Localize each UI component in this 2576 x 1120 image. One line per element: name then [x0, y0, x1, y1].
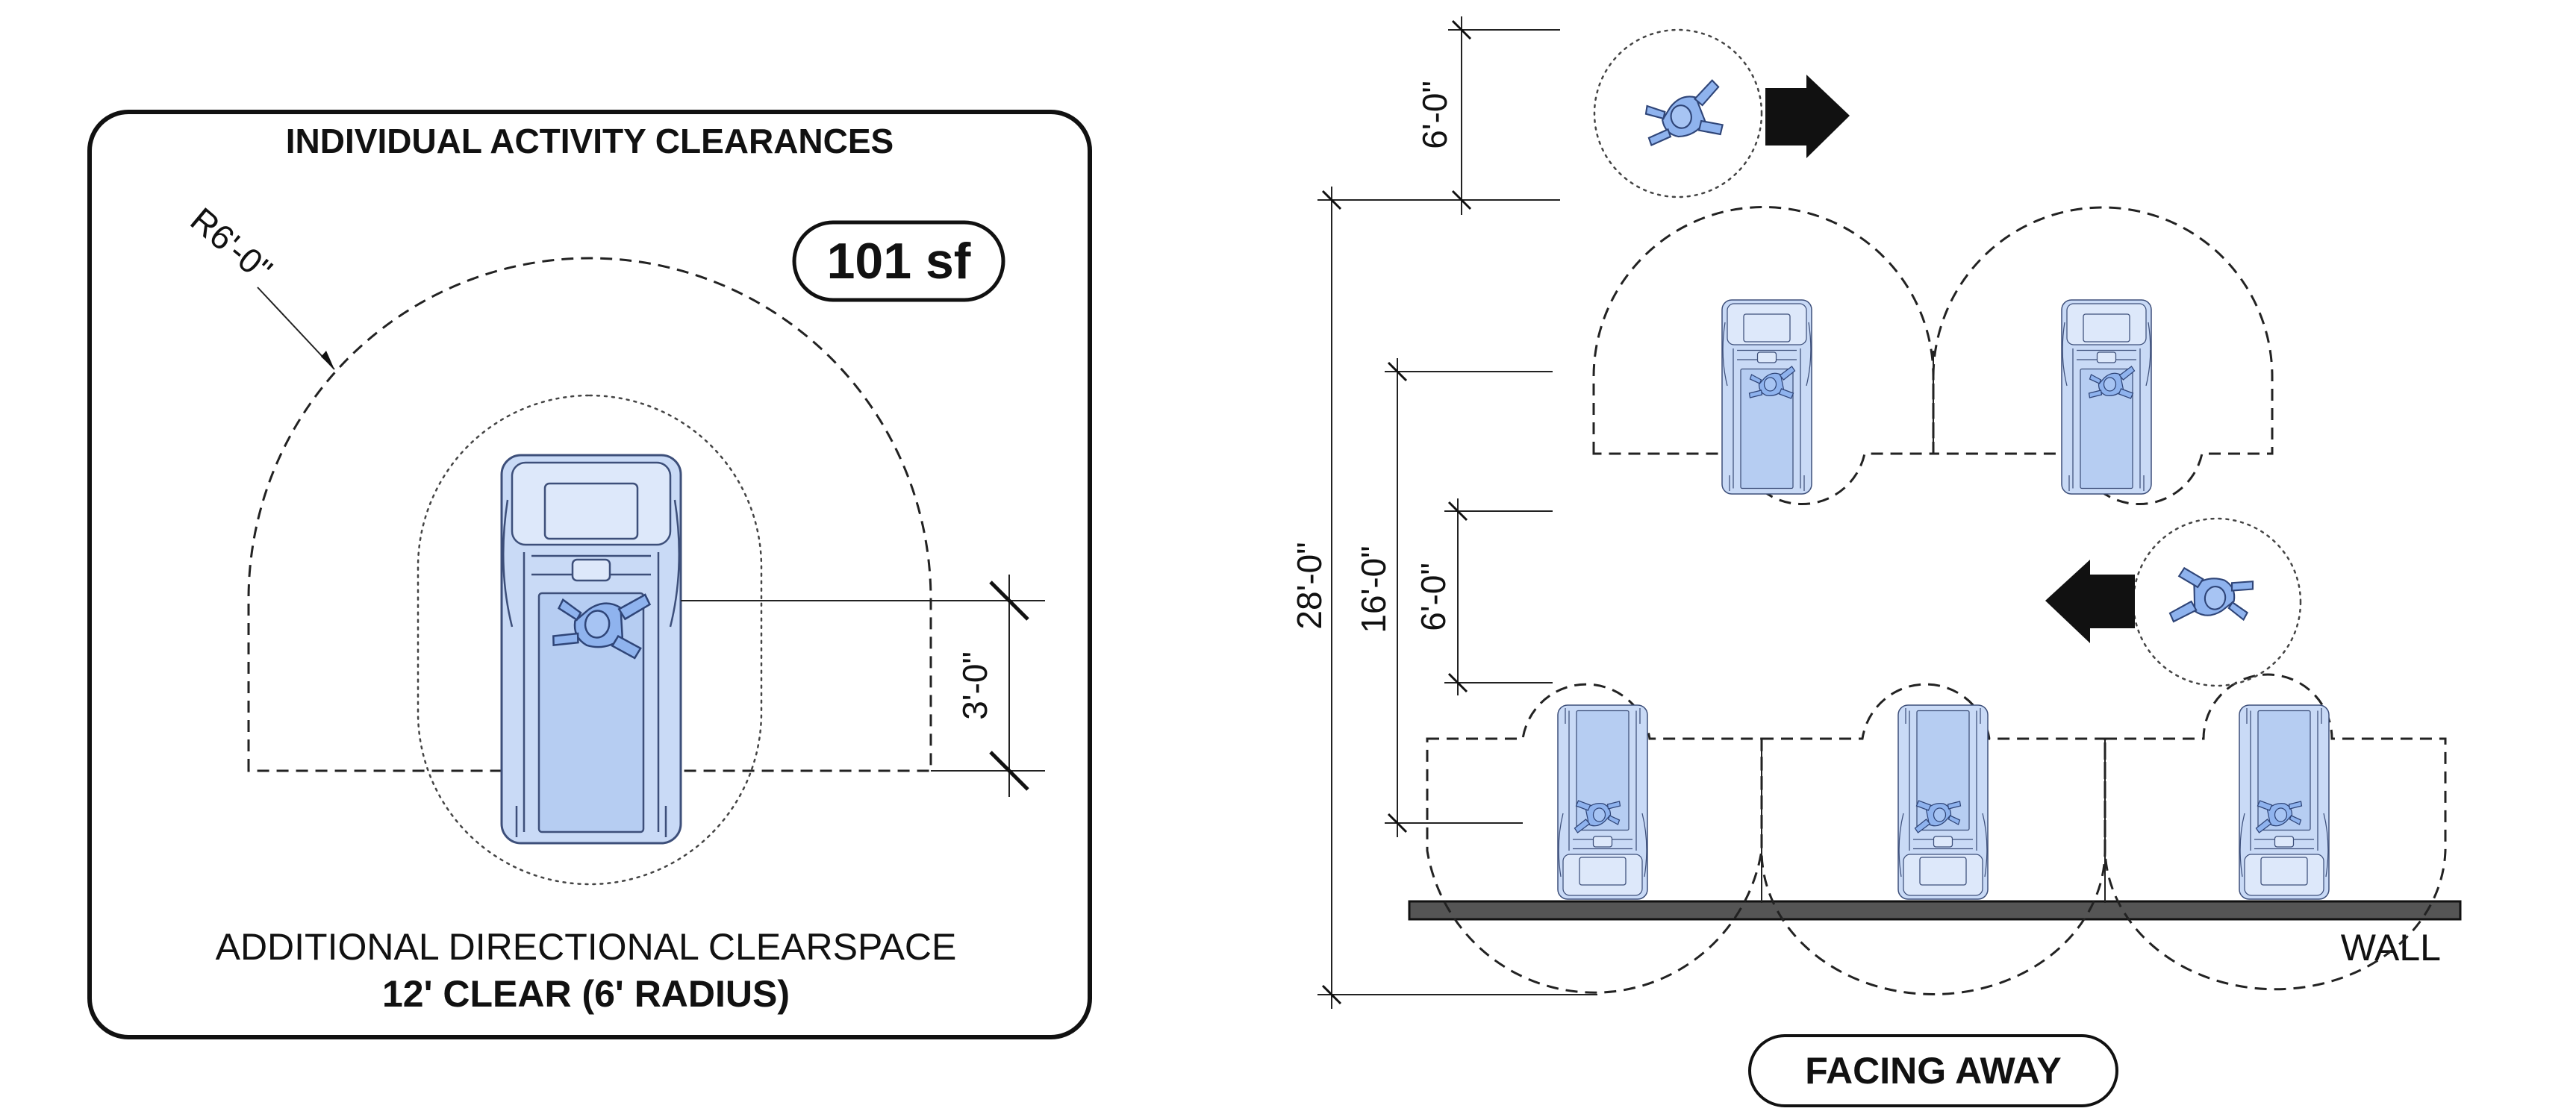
- runner-icon: [2168, 566, 2256, 635]
- dim-tick: [1321, 190, 1342, 210]
- wall: [1408, 900, 2462, 921]
- right-panel: WALL: [1290, 16, 2462, 1107]
- dim-tick: [1321, 984, 1342, 1005]
- dim-tick: [1451, 19, 1472, 40]
- middle-walkway-dimension: 6'-0": [1414, 563, 1453, 631]
- layout-badge: [1748, 1034, 2118, 1107]
- treadmill-icon: [2061, 299, 2152, 495]
- radius-arrowhead: [321, 351, 334, 369]
- overall-dimension: 28'-0": [1290, 542, 1329, 629]
- runner-icon: [1640, 78, 1728, 148]
- treadmill-icon: [2239, 704, 2330, 900]
- layout-badge-label: FACING AWAY: [1805, 1050, 2062, 1092]
- activity-zone-outline: [417, 394, 763, 886]
- treadmill-icon: [1897, 704, 1989, 900]
- dim-tick-bottom: [989, 751, 1029, 791]
- radius-leader: [257, 287, 335, 370]
- side-dimension-label: 3'-0": [955, 651, 994, 720]
- panel-frame: [87, 110, 1092, 1039]
- upper-row-clearance-2: [1932, 206, 2274, 505]
- row-spacing-dimension: 16'-0": [1354, 545, 1393, 633]
- direction-arrow-icon: [2045, 560, 2135, 643]
- lower-row-clearance: [1426, 683, 1763, 994]
- dim-tick: [1447, 501, 1468, 522]
- upper-row-clearance: [1592, 206, 1935, 505]
- dim-tick: [1451, 190, 1472, 210]
- treadmill-icon: [1721, 299, 1812, 495]
- dim-tick: [1447, 672, 1468, 693]
- treadmill-icon: [1557, 704, 1648, 900]
- wall-label: WALL: [2341, 927, 2441, 969]
- lower-row-clearance-3: [2103, 673, 2447, 991]
- caption-line-1: ADDITIONAL DIRECTIONAL CLEARSPACE: [216, 926, 957, 968]
- lower-row-clearance-2: [1760, 683, 2106, 996]
- caption-line-2: 12' CLEAR (6' RADIUS): [382, 973, 790, 1015]
- left-panel: INDIVIDUAL ACTIVITY CLEARANCES 101 sf R6…: [87, 110, 1092, 1039]
- dim-tick: [1387, 813, 1408, 833]
- directional-clearance-boundary: [247, 257, 932, 772]
- area-badge: [792, 220, 1005, 302]
- area-badge-label: 101 sf: [827, 233, 971, 290]
- treadmill-icon: [500, 454, 682, 845]
- panel-title: INDIVIDUAL ACTIVITY CLEARANCES: [286, 122, 894, 160]
- top-walkway-dimension: 6'-0": [1415, 81, 1454, 149]
- dim-tick-top: [989, 581, 1029, 621]
- direction-arrow-icon: [1765, 75, 1850, 158]
- radius-label: R6'-0": [184, 200, 280, 290]
- walkway-zone-top: [1593, 28, 1763, 198]
- dim-tick: [1387, 361, 1408, 382]
